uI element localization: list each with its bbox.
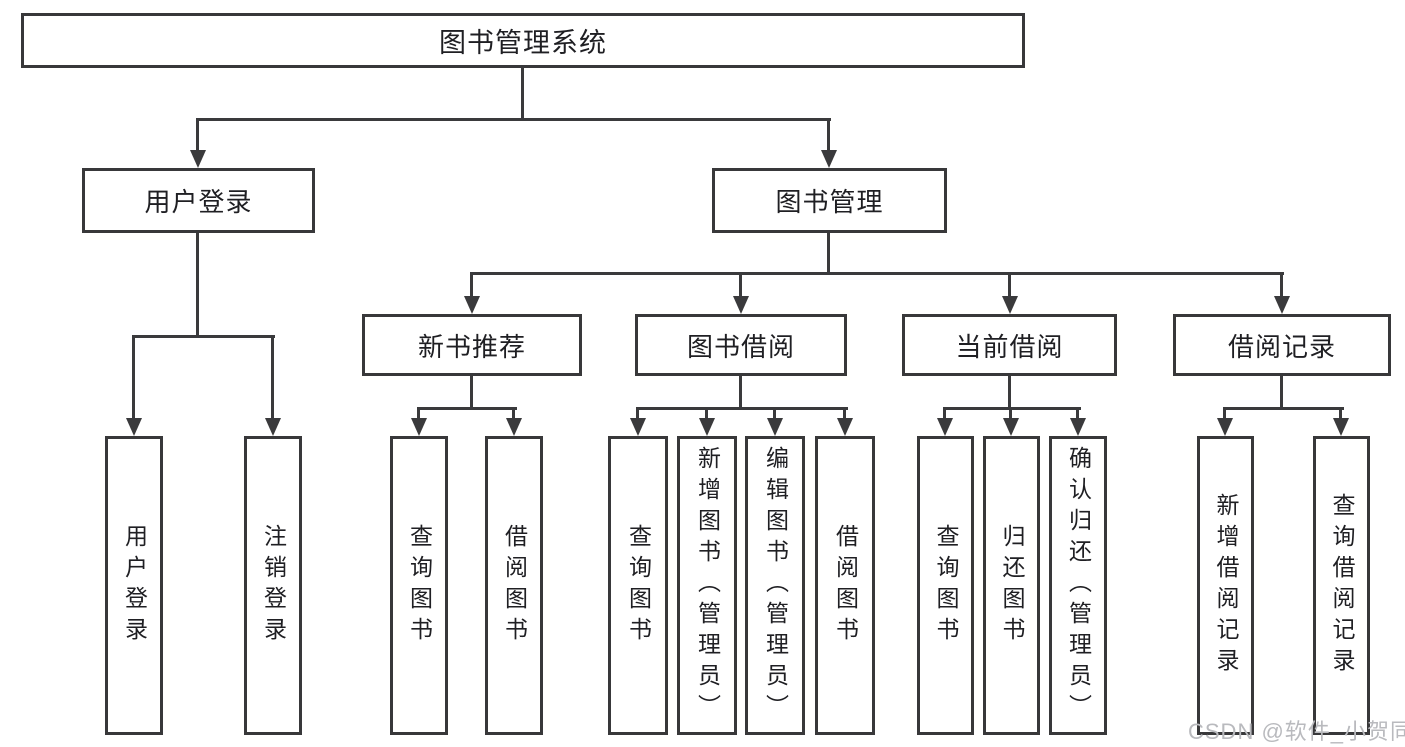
- arrowhead-cb-query: [937, 418, 953, 436]
- arrowhead-leaf-user-login: [126, 418, 142, 436]
- arrowhead-bb-edit: [767, 418, 783, 436]
- node-leaf-br-query-label: 查询借阅记录: [1329, 492, 1355, 679]
- arrowhead-cb-confirm: [1070, 418, 1086, 436]
- node-leaf-cb-return: 归还图书: [983, 436, 1040, 735]
- connector-borrow-record-branch: [1223, 407, 1344, 410]
- node-leaf-bb-add-label: 新增图书（管理员）: [694, 446, 721, 725]
- connector-drop-rec-query: [417, 407, 420, 422]
- node-book-borrow: 图书借阅: [635, 314, 847, 376]
- connector-drop-book-mgmt: [827, 118, 830, 150]
- node-leaf-bb-edit-label: 编辑图书（管理员）: [762, 446, 789, 725]
- node-leaf-logout: 注销登录: [244, 436, 302, 735]
- connector-drop-book-borrow: [739, 272, 742, 298]
- connector-book-borrow-stem: [739, 376, 742, 410]
- connector-drop-br-query: [1339, 407, 1342, 422]
- arrowhead-br-query: [1333, 418, 1349, 436]
- arrowhead-book-borrow: [733, 296, 749, 314]
- connector-drop-borrow-record: [1280, 272, 1283, 298]
- csdn-watermark: CSDN @软件_小贺同学: [1188, 719, 1405, 744]
- node-leaf-br-add: 新增借阅记录: [1197, 436, 1254, 735]
- connector-borrow-record-stem: [1280, 376, 1283, 410]
- connector-current-borrow-branch: [943, 407, 1081, 410]
- connector-book-mgmt-stem: [827, 233, 830, 275]
- arrowhead-br-add: [1217, 418, 1233, 436]
- node-current-borrow: 当前借阅: [902, 314, 1117, 376]
- connector-user-login-branch: [132, 335, 275, 338]
- node-new-book-rec: 新书推荐: [362, 314, 582, 376]
- node-book-mgmt-label: 图书管理: [775, 187, 884, 217]
- arrowhead-cb-return: [1003, 418, 1019, 436]
- node-leaf-rec-borrow: 借阅图书: [485, 436, 543, 735]
- connector-new-book-rec-stem: [470, 376, 473, 410]
- arrowhead-book-mgmt: [821, 150, 837, 168]
- node-leaf-rec-borrow-label: 借阅图书: [501, 523, 528, 648]
- connector-book-borrow-branch: [636, 407, 848, 410]
- connector-drop-cb-confirm: [1076, 407, 1079, 422]
- node-leaf-user-login-label: 用户登录: [121, 523, 148, 648]
- node-current-borrow-label: 当前借阅: [955, 331, 1064, 362]
- node-user-login: 用户登录: [82, 168, 315, 233]
- node-root-label: 图书管理系统: [439, 28, 607, 58]
- node-book-borrow-label: 图书借阅: [686, 331, 795, 362]
- arrowhead-borrow-record: [1274, 296, 1290, 314]
- arrowhead-leaf-logout: [265, 418, 281, 436]
- node-leaf-br-query: 查询借阅记录: [1313, 436, 1370, 735]
- node-leaf-user-login: 用户登录: [105, 436, 163, 735]
- connector-drop-bb-edit: [773, 407, 776, 422]
- arrowhead-rec-query: [411, 418, 427, 436]
- arrowhead-bb-add: [699, 418, 715, 436]
- arrowhead-user-login: [190, 150, 206, 168]
- node-borrow-record: 借阅记录: [1173, 314, 1391, 376]
- connector-root-stem: [521, 67, 524, 121]
- node-new-book-rec-label: 新书推荐: [417, 331, 526, 362]
- connector-drop-br-add: [1223, 407, 1226, 422]
- connector-drop-bb-query: [636, 407, 639, 422]
- node-leaf-cb-return-label: 归还图书: [999, 523, 1025, 648]
- arrowhead-new-book-rec: [464, 296, 480, 314]
- connector-drop-cb-query: [943, 407, 946, 422]
- connector-drop-cb-return: [1009, 407, 1012, 422]
- connector-drop-bb-add: [705, 407, 708, 422]
- connector-drop-leaf-logout: [271, 335, 274, 418]
- arrowhead-bb-query: [630, 418, 646, 436]
- node-leaf-bb-borrow: 借阅图书: [815, 436, 875, 735]
- node-leaf-rec-query: 查询图书: [390, 436, 448, 735]
- node-leaf-bb-borrow-label: 借阅图书: [832, 523, 859, 648]
- arrowhead-bb-borrow: [837, 418, 853, 436]
- node-leaf-bb-query: 查询图书: [608, 436, 668, 735]
- connector-new-book-rec-branch: [417, 407, 517, 410]
- node-leaf-bb-edit: 编辑图书（管理员）: [745, 436, 805, 735]
- node-root: 图书管理系统: [21, 13, 1025, 68]
- node-leaf-br-add-label: 新增借阅记录: [1213, 492, 1239, 679]
- node-leaf-cb-confirm: 确认归还（管理员）: [1049, 436, 1107, 735]
- node-leaf-bb-add: 新增图书（管理员）: [677, 436, 737, 735]
- connector-drop-bb-borrow: [843, 407, 846, 422]
- node-user-login-label: 用户登录: [144, 187, 253, 217]
- node-book-mgmt: 图书管理: [712, 168, 947, 233]
- node-leaf-rec-query-label: 查询图书: [406, 523, 433, 648]
- connector-drop-user-login: [196, 118, 199, 150]
- node-leaf-cb-query-label: 查询图书: [933, 523, 959, 648]
- node-leaf-logout-label: 注销登录: [260, 523, 287, 648]
- connector-drop-current-borrow: [1008, 272, 1011, 298]
- node-leaf-bb-query-label: 查询图书: [625, 523, 652, 648]
- node-borrow-record-label: 借阅记录: [1227, 331, 1336, 362]
- arrowhead-current-borrow: [1002, 296, 1018, 314]
- node-leaf-cb-confirm-label: 确认归还（管理员）: [1065, 446, 1092, 725]
- connector-current-borrow-stem: [1008, 376, 1011, 410]
- connector-user-login-stem: [196, 233, 199, 337]
- connector-book-mgmt-branch: [470, 272, 1284, 275]
- connector-root-branch: [196, 118, 831, 121]
- arrowhead-rec-borrow: [506, 418, 522, 436]
- node-leaf-cb-query: 查询图书: [917, 436, 974, 735]
- connector-drop-leaf-user-login: [132, 335, 135, 418]
- connector-drop-rec-borrow: [512, 407, 515, 422]
- connector-drop-new-book-rec: [470, 272, 473, 298]
